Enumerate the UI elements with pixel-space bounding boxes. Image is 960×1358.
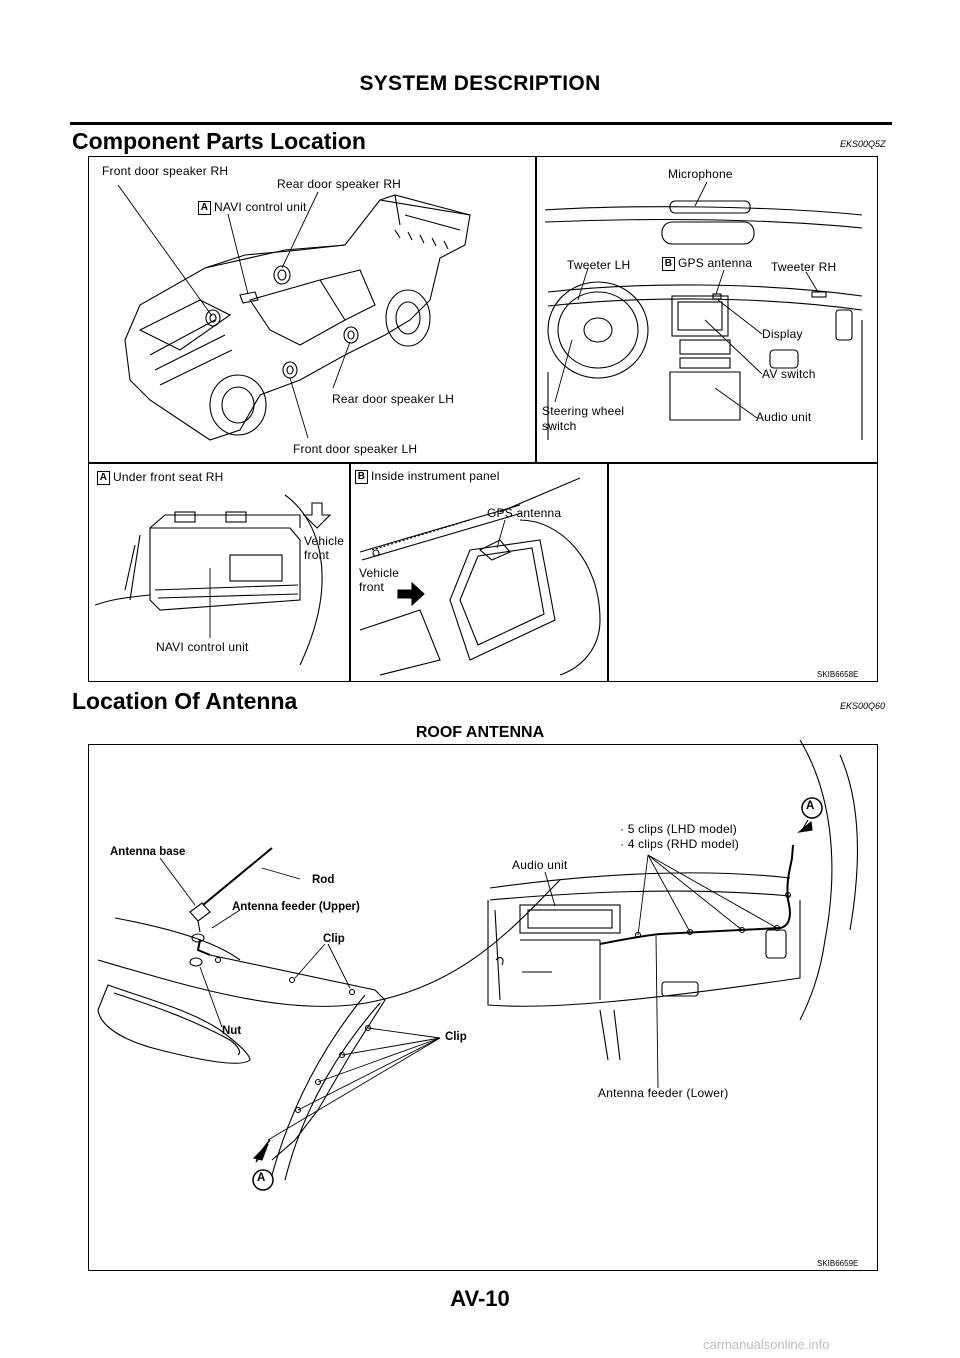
label-display: Display xyxy=(762,327,803,341)
antenna-figure xyxy=(88,744,878,1271)
label-vehicle-front-b-line2: front xyxy=(359,580,385,594)
label-clips-lhd: · 5 clips (LHD model) xyxy=(620,822,737,836)
header-rule xyxy=(70,122,892,125)
detail-b-illustration xyxy=(359,477,601,676)
label-rear-door-speaker-rh: Rear door speaker RH xyxy=(277,177,402,191)
label-tweeter-rh: Tweeter RH xyxy=(771,260,837,274)
page-number: AV-10 xyxy=(450,1286,510,1311)
subtitle-roof-antenna: ROOF ANTENNA xyxy=(415,724,545,741)
label-audio-unit-antenna: Audio unit xyxy=(512,858,568,872)
label-antenna-base: Antenna base xyxy=(110,846,186,858)
section-title-component-parts: Component Parts Location xyxy=(72,128,366,154)
label-vehicle-front-b-line1: Vehicle xyxy=(359,566,400,580)
section-code: EKS00Q60 xyxy=(840,701,886,711)
dashboard-illustration xyxy=(544,200,863,440)
leader-lines-roof xyxy=(159,857,441,1141)
feeder-lower xyxy=(599,819,813,945)
label-antenna-feeder-upper: Antenna feeder (Upper) xyxy=(232,901,360,913)
label-audio-unit: Audio unit xyxy=(756,410,812,424)
component-figure xyxy=(88,156,878,682)
detail-tag-b: B xyxy=(355,469,368,484)
leader-lines-dashboard xyxy=(554,181,819,419)
section-code: EKS00Q5Z xyxy=(840,139,886,149)
label-steering-wheel-switch-line1: Steering wheel xyxy=(542,404,625,418)
label-av-switch: AV switch xyxy=(762,367,816,381)
label-nut: Nut xyxy=(222,1025,242,1037)
label-navi-control-unit-detail: NAVI control unit xyxy=(156,640,249,654)
figure-divider xyxy=(349,463,351,681)
label-tweeter-lh: Tweeter LH xyxy=(567,258,631,272)
label-gps-antenna-detail: GPS antenna xyxy=(487,506,562,520)
label-rear-door-speaker-lh: Rear door speaker LH xyxy=(332,392,455,406)
label-vehicle-front-a-line2: front xyxy=(304,548,330,562)
label-clip-lower: Clip xyxy=(445,1031,467,1043)
detail-a-illustration xyxy=(94,494,332,666)
figure-divider xyxy=(89,462,877,464)
leader-lines-truck xyxy=(117,184,351,439)
dashboard-antenna-illustration xyxy=(487,739,858,1061)
detail-tag-a: A xyxy=(198,200,211,215)
leader-lines-dashboard-antenna xyxy=(544,854,778,1089)
label-front-door-speaker-rh: Front door speaker RH xyxy=(102,164,229,178)
section-title-location-of-antenna: Location Of Antenna xyxy=(72,688,298,714)
label-steering-wheel-switch-line2: switch xyxy=(542,419,577,433)
label-clip-upper: Clip xyxy=(323,933,345,945)
label-clips-rhd: · 4 clips (RHD model) xyxy=(620,837,739,851)
roof-antenna-illustration xyxy=(97,847,561,1181)
detail-tag-b: B xyxy=(662,256,675,271)
label-antenna-feeder-lower: Antenna feeder (Lower) xyxy=(598,1086,729,1100)
page-header: SYSTEM DESCRIPTION xyxy=(359,72,601,95)
figure-id: SKIB6659E xyxy=(817,1259,859,1268)
figure-divider xyxy=(607,463,609,681)
detail-tag-a: A xyxy=(97,470,110,485)
figure-divider xyxy=(535,157,537,463)
label-rod: Rod xyxy=(312,874,335,886)
truck-illustration xyxy=(124,194,471,441)
figure-id: SKIB6658E xyxy=(817,670,859,679)
watermark: carmanualsonline.info xyxy=(703,1337,830,1352)
label-vehicle-front-a-line1: Vehicle xyxy=(304,534,345,548)
label-front-door-speaker-lh: Front door speaker LH xyxy=(293,442,418,456)
marker-a-top: A xyxy=(806,800,815,812)
marker-a-bottom: A xyxy=(257,1172,266,1184)
label-microphone: Microphone xyxy=(668,167,733,181)
